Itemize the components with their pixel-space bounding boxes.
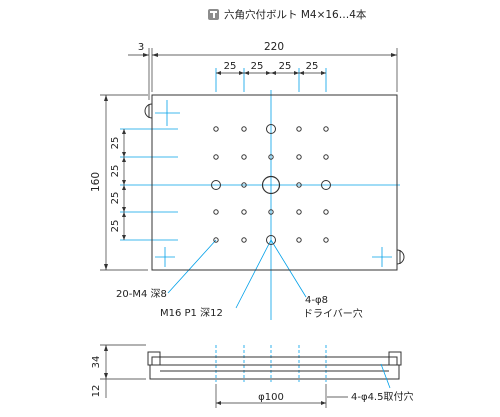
header-note: 六角穴付ボルト M4×16…4本: [208, 7, 366, 22]
dimension-arrows: [104, 53, 397, 270]
top-view: 3 220 25 25 25 25 160 25 25 25 25 20-M4 …: [90, 41, 405, 320]
dim-pitch-y1: 25: [110, 137, 121, 150]
callout-center-tap: M16 P1 深12: [160, 307, 223, 319]
header-note-text: 六角穴付ボルト M4×16…4本: [224, 9, 367, 21]
side-leaders: [380, 363, 391, 389]
side-outline: [147, 351, 402, 380]
side-view: 34 12 φ100 4-φ4.5取付穴: [91, 344, 413, 408]
callout-tapped-holes: 20-M4 深8: [116, 288, 167, 300]
dimension-lines: [100, 48, 398, 271]
side-hidden-lines: [215, 345, 327, 382]
dim-pitch-x2: 25: [251, 61, 264, 72]
callout-mount-holes: 4-φ4.5取付穴: [351, 390, 413, 403]
dim-pitch-y3: 25: [110, 192, 121, 205]
side-dimension-lines: [100, 344, 348, 408]
hex-socket-bolt-icon: [208, 9, 219, 20]
dim-plate-height: 160: [90, 172, 102, 192]
callout-driver-hole: ドライバー穴: [303, 307, 363, 320]
dim-side-height: 34: [91, 356, 102, 369]
dim-pitch-y4: 25: [110, 220, 121, 233]
dim-pitch-y2: 25: [110, 165, 121, 178]
dim-pitch-x3: 25: [279, 61, 292, 72]
dim-pitch-x1: 25: [224, 61, 237, 72]
dim-pitch-x4: 25: [306, 61, 319, 72]
center-lines: [120, 68, 400, 320]
hole-grid: [211, 124, 331, 245]
dim-plate-width: 220: [264, 41, 284, 53]
side-dimension-arrows: [104, 345, 326, 405]
dim-side-lower: 12: [91, 385, 102, 398]
callout-dowel-holes: 4-φ8: [305, 295, 328, 306]
plate-outline: [144, 94, 405, 271]
dim-edge-offset: 3: [138, 42, 144, 53]
dim-bore-diameter: φ100: [258, 392, 284, 403]
